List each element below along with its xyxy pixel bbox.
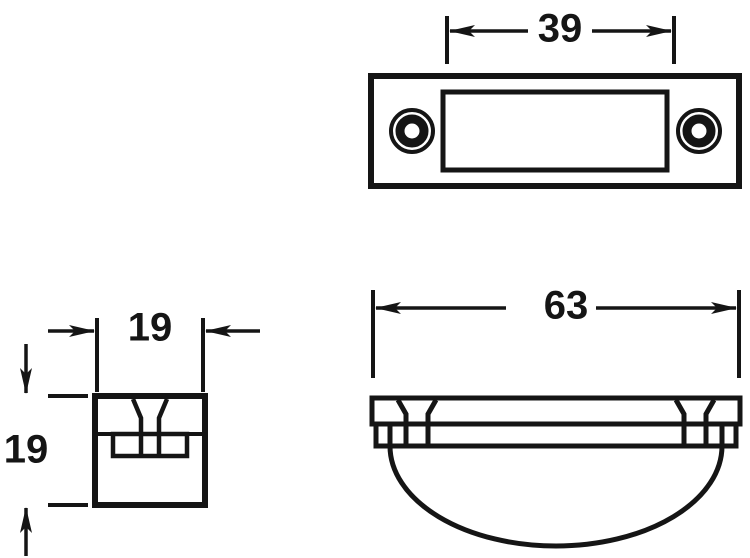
dimension-39: 39 bbox=[445, 7, 676, 64]
front-view-left-end-detail bbox=[387, 398, 439, 446]
side-view-group bbox=[92, 393, 208, 508]
dim-19v-label: 19 bbox=[4, 428, 49, 472]
front-view-right-end-detail bbox=[673, 398, 725, 446]
dim-39-label: 39 bbox=[538, 7, 583, 51]
screw-hole-right bbox=[676, 108, 722, 154]
front-view-bowl bbox=[387, 445, 725, 549]
top-view-group bbox=[368, 73, 742, 189]
front-view-group bbox=[369, 395, 743, 549]
top-view-inner-plate bbox=[440, 89, 670, 173]
dim-19h-label: 19 bbox=[128, 306, 173, 350]
front-view-lower-rail bbox=[373, 421, 739, 449]
side-view-notch-detail bbox=[110, 398, 190, 459]
dimension-19-horizontal: 19 bbox=[48, 306, 260, 392]
dimension-63: 63 bbox=[371, 284, 741, 378]
screw-hole-left bbox=[389, 108, 435, 154]
dimension-19-vertical: 19 bbox=[4, 344, 88, 556]
dim-63-label: 63 bbox=[544, 284, 589, 328]
